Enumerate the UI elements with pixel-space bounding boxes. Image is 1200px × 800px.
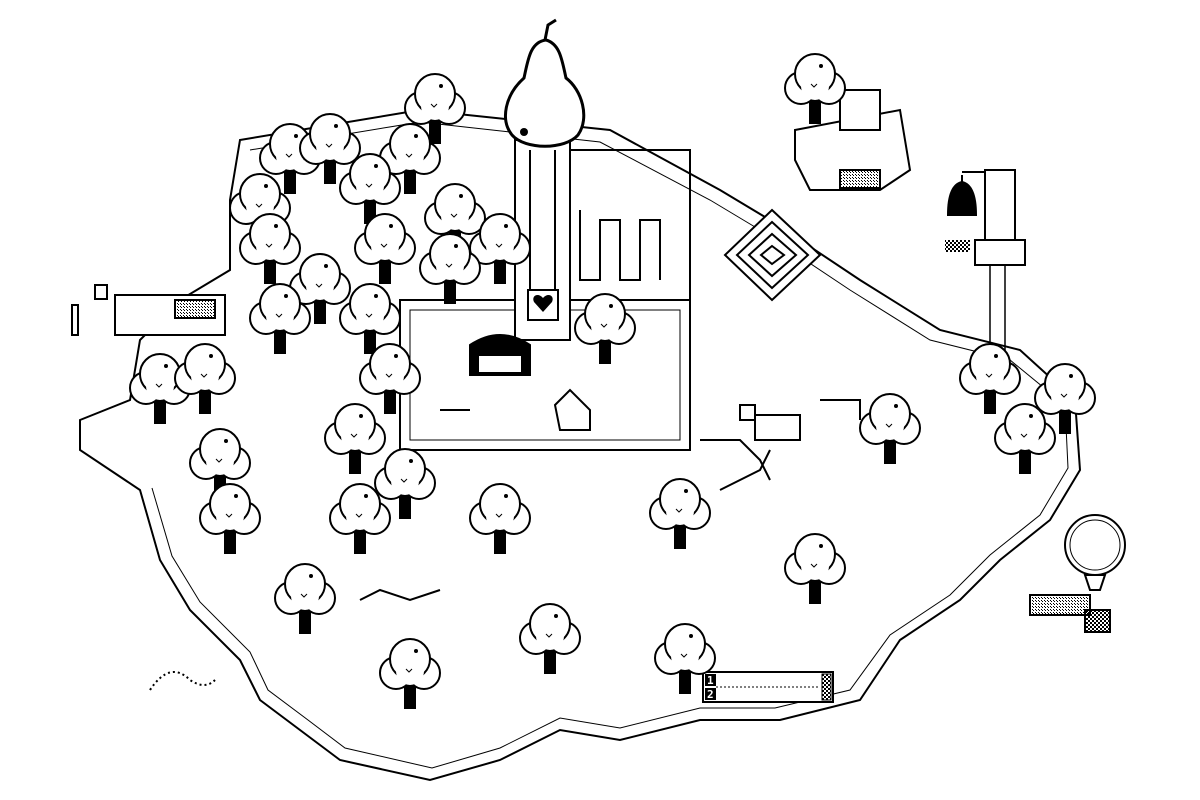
bell-icon (946, 180, 978, 216)
tree-icon (249, 283, 311, 354)
tree-icon (324, 403, 386, 474)
tree-icon (229, 173, 291, 244)
tree-icon (379, 638, 441, 709)
tree-icon (404, 73, 466, 144)
tree-icon (339, 153, 401, 224)
tree-icon (994, 403, 1056, 474)
west-ledge (71, 284, 226, 336)
ladder (529, 150, 556, 290)
tree-icon (199, 483, 261, 554)
lane-2-label: 2 (707, 688, 714, 701)
pyramid (723, 208, 822, 302)
tree-icon (649, 478, 711, 549)
tree-icon (469, 213, 531, 284)
tree-icon (339, 283, 401, 354)
floating-island-northeast (794, 89, 912, 191)
pear-stem-icon (543, 18, 557, 41)
tree-icon (354, 213, 416, 284)
race-track: 1 2 (702, 671, 834, 703)
tree-icon (174, 343, 236, 414)
tree-icon (299, 113, 361, 184)
finish-line (821, 673, 832, 701)
trees (129, 53, 1096, 709)
tree-icon (239, 213, 301, 284)
tree-icon (329, 483, 391, 554)
tree-icon (519, 603, 581, 674)
houses (469, 334, 801, 441)
tree-icon (784, 53, 846, 124)
tree-icon (374, 448, 436, 519)
tree-icon (1034, 363, 1096, 434)
lane-1-label: 1 (707, 674, 714, 687)
tree-icon (959, 343, 1021, 414)
bell-tower (945, 169, 1026, 360)
balloon (1029, 514, 1126, 633)
tree-icon (274, 563, 336, 634)
tree-icon (784, 533, 846, 604)
tree-icon (469, 483, 531, 554)
tree-icon (419, 233, 481, 304)
tree-icon (424, 183, 486, 254)
pear-icon (504, 38, 586, 148)
tree-icon (654, 623, 716, 694)
heart-icon (533, 295, 553, 312)
tree-icon (359, 343, 421, 414)
tree-icon (859, 393, 921, 464)
small-house (553, 388, 591, 431)
tree-icon (574, 293, 636, 364)
